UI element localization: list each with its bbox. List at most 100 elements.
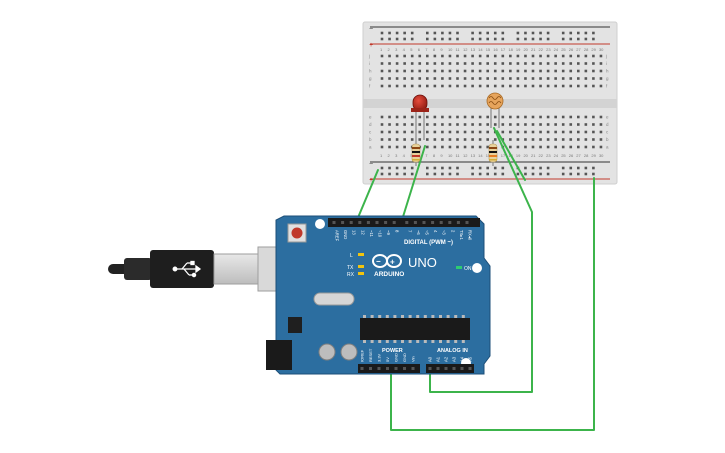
hole[interactable] bbox=[569, 130, 573, 134]
hole[interactable] bbox=[577, 145, 580, 149]
rail-hole[interactable] bbox=[569, 31, 573, 35]
hole[interactable] bbox=[441, 138, 444, 141]
hole[interactable] bbox=[524, 123, 527, 126]
hole[interactable] bbox=[554, 62, 557, 65]
hole[interactable] bbox=[478, 115, 482, 119]
header-pin[interactable] bbox=[468, 367, 472, 370]
hole[interactable] bbox=[577, 54, 580, 58]
hole[interactable] bbox=[539, 69, 542, 73]
rail-hole[interactable] bbox=[433, 172, 437, 176]
hole[interactable] bbox=[456, 54, 459, 58]
hole[interactable] bbox=[403, 54, 406, 58]
hole[interactable] bbox=[410, 62, 414, 65]
rail-hole[interactable] bbox=[448, 166, 452, 170]
rail-hole[interactable] bbox=[478, 37, 482, 41]
rail-hole[interactable] bbox=[433, 166, 437, 170]
hole[interactable] bbox=[388, 77, 391, 80]
hole[interactable] bbox=[441, 130, 444, 134]
hole[interactable] bbox=[584, 54, 588, 58]
hole[interactable] bbox=[433, 130, 437, 134]
hole[interactable] bbox=[493, 69, 497, 73]
hole[interactable] bbox=[584, 138, 588, 141]
hole[interactable] bbox=[516, 62, 520, 65]
hole[interactable] bbox=[418, 62, 422, 65]
hole[interactable] bbox=[380, 138, 384, 141]
hole[interactable] bbox=[418, 77, 422, 80]
hole[interactable] bbox=[471, 145, 474, 149]
hole[interactable] bbox=[516, 69, 520, 73]
hole[interactable] bbox=[569, 62, 573, 65]
hole[interactable] bbox=[599, 84, 603, 88]
hole[interactable] bbox=[410, 84, 414, 88]
rail-hole[interactable] bbox=[501, 37, 505, 41]
rail-hole[interactable] bbox=[524, 31, 527, 35]
rail-hole[interactable] bbox=[380, 166, 384, 170]
rail-hole[interactable] bbox=[486, 31, 489, 35]
header-pin[interactable] bbox=[384, 221, 388, 224]
rail-hole[interactable] bbox=[546, 172, 550, 176]
header-pin[interactable] bbox=[444, 367, 448, 370]
hole[interactable] bbox=[531, 62, 535, 65]
hole[interactable] bbox=[531, 138, 535, 141]
hole[interactable] bbox=[418, 130, 422, 134]
hole[interactable] bbox=[561, 69, 565, 73]
hole[interactable] bbox=[448, 54, 452, 58]
hole[interactable] bbox=[569, 69, 573, 73]
rail-hole[interactable] bbox=[493, 31, 497, 35]
hole[interactable] bbox=[380, 54, 384, 58]
hole[interactable] bbox=[456, 145, 459, 149]
rail-hole[interactable] bbox=[516, 31, 520, 35]
hole[interactable] bbox=[426, 123, 429, 126]
header-pin[interactable] bbox=[460, 367, 464, 370]
hole[interactable] bbox=[509, 145, 512, 149]
hole[interactable] bbox=[524, 77, 527, 80]
rail-hole[interactable] bbox=[539, 37, 542, 41]
rail-hole[interactable] bbox=[426, 166, 429, 170]
hole[interactable] bbox=[524, 145, 527, 149]
rail-hole[interactable] bbox=[471, 166, 474, 170]
hole[interactable] bbox=[493, 84, 497, 88]
hole[interactable] bbox=[584, 69, 588, 73]
hole[interactable] bbox=[486, 77, 489, 80]
power-jack[interactable] bbox=[266, 340, 292, 370]
rail-hole[interactable] bbox=[584, 31, 588, 35]
hole[interactable] bbox=[539, 84, 542, 88]
hole[interactable] bbox=[554, 145, 557, 149]
hole[interactable] bbox=[403, 84, 406, 88]
hole[interactable] bbox=[426, 62, 429, 65]
resistor-ldr[interactable] bbox=[488, 140, 498, 166]
hole[interactable] bbox=[561, 84, 565, 88]
hole[interactable] bbox=[561, 62, 565, 65]
hole[interactable] bbox=[410, 115, 414, 119]
hole[interactable] bbox=[577, 123, 580, 126]
hole[interactable] bbox=[516, 138, 520, 141]
rail-hole[interactable] bbox=[531, 172, 535, 176]
hole[interactable] bbox=[554, 130, 557, 134]
hole[interactable] bbox=[433, 77, 437, 80]
hole[interactable] bbox=[561, 145, 565, 149]
rail-hole[interactable] bbox=[516, 172, 520, 176]
rail-hole[interactable] bbox=[584, 37, 588, 41]
hole[interactable] bbox=[486, 115, 489, 119]
hole[interactable] bbox=[380, 69, 384, 73]
hole[interactable] bbox=[395, 138, 399, 141]
header-pin[interactable] bbox=[386, 367, 389, 370]
hole[interactable] bbox=[531, 54, 535, 58]
hole[interactable] bbox=[493, 115, 497, 119]
hole[interactable] bbox=[546, 145, 550, 149]
hole[interactable] bbox=[403, 123, 406, 126]
hole[interactable] bbox=[395, 62, 399, 65]
hole[interactable] bbox=[426, 145, 429, 149]
hole[interactable] bbox=[546, 84, 550, 88]
hole[interactable] bbox=[584, 130, 588, 134]
hole[interactable] bbox=[592, 145, 595, 149]
hole[interactable] bbox=[463, 77, 467, 80]
hole[interactable] bbox=[380, 84, 384, 88]
hole[interactable] bbox=[426, 84, 429, 88]
hole[interactable] bbox=[516, 84, 520, 88]
rail-hole[interactable] bbox=[456, 37, 459, 41]
rail-hole[interactable] bbox=[388, 37, 391, 41]
hole[interactable] bbox=[441, 84, 444, 88]
hole[interactable] bbox=[426, 130, 429, 134]
hole[interactable] bbox=[501, 123, 505, 126]
